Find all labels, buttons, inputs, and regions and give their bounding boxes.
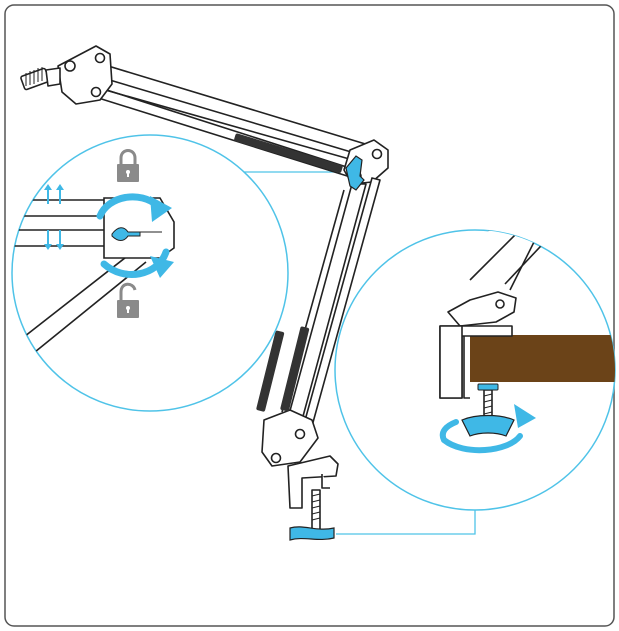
desk-clamp: [287, 455, 339, 531]
up-arrows-icon: [44, 184, 64, 204]
rotate-arrow-icon: [439, 419, 523, 454]
joint-knob[interactable]: [345, 155, 365, 191]
spring: [234, 133, 343, 412]
callout-connectors: [243, 171, 476, 535]
rotate-arrow-head-top: [150, 196, 172, 222]
rotate-arrow-head: [514, 404, 536, 428]
callout-clamp-handle: [461, 414, 515, 437]
down-arrows-icon: [44, 230, 64, 250]
rotate-arrow-head-bottom: [150, 256, 174, 278]
desk-surface: [470, 335, 615, 382]
lock-icon: [117, 149, 139, 182]
knob-tension-callout: [11, 134, 289, 412]
callout-knob: [111, 227, 141, 241]
desk-clamp-callout: [334, 229, 616, 511]
screw-cap: [477, 383, 499, 391]
unlock-icon: [117, 282, 139, 318]
clamp-screw-handle[interactable]: [289, 526, 335, 541]
